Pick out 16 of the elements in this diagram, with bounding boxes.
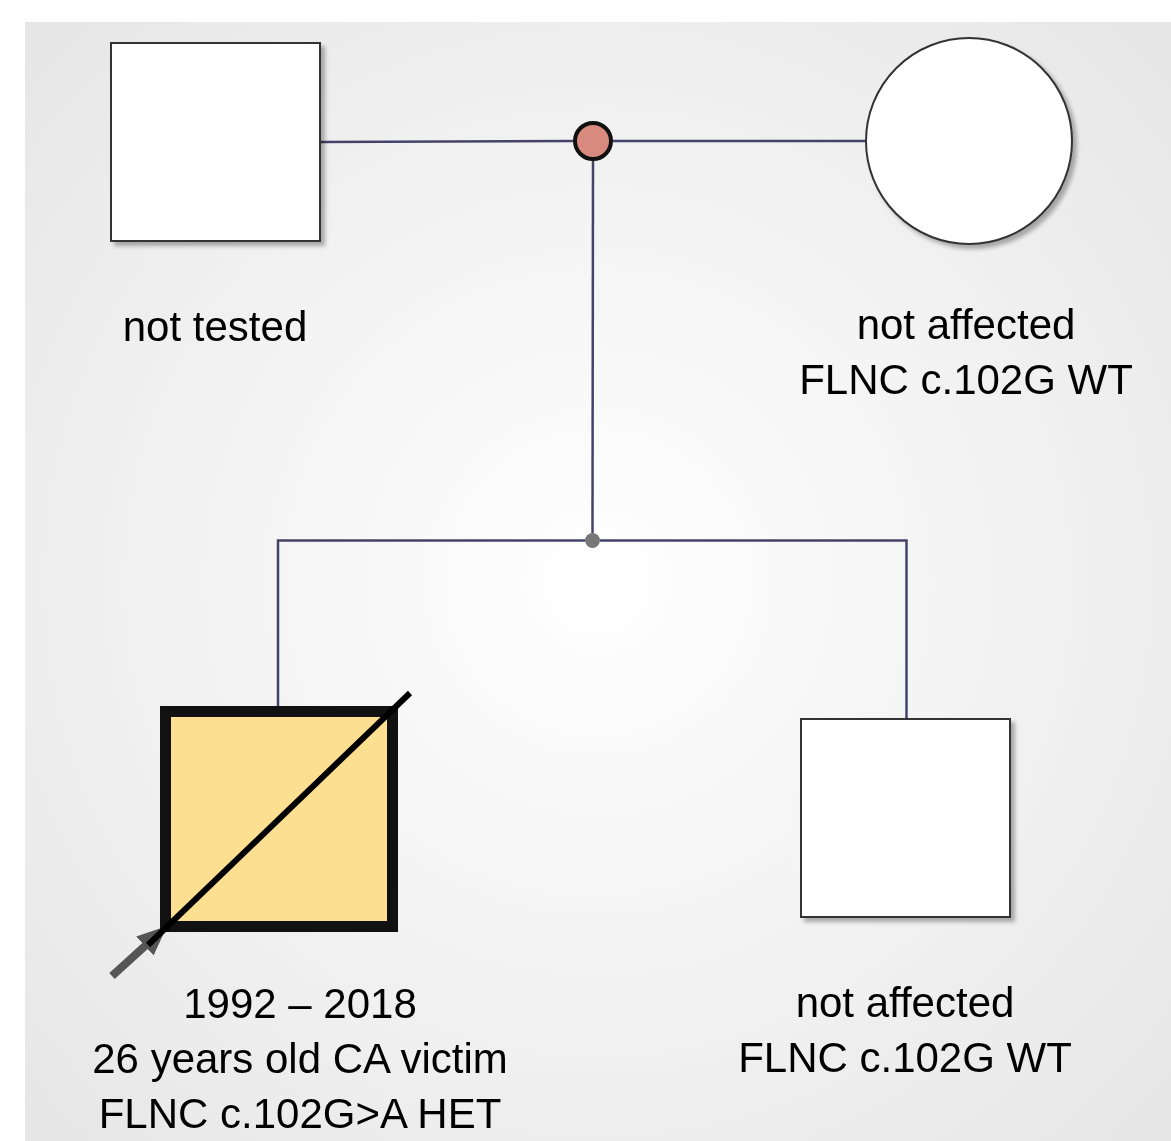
affected-male-square: [160, 706, 398, 932]
person-annotation: not tested: [122, 302, 308, 352]
male-square: [110, 42, 321, 242]
person-annotation: FLNC c.102G WT: [738, 1033, 1072, 1083]
pedigree-line: [321, 139, 573, 144]
person-annotation: 26 years old CA victim: [92, 1034, 508, 1084]
pedigree-line: [276, 539, 585, 706]
person-annotation: 1992 – 2018: [183, 979, 417, 1029]
person-annotation: FLNC c.102G>A HET: [98, 1089, 502, 1139]
person-annotation: not affected: [795, 978, 1015, 1028]
pedigree-line: [591, 161, 595, 533]
person-annotation: not affected: [856, 300, 1076, 350]
male-square: [800, 718, 1011, 918]
person-annotation: FLNC c.102G WT: [799, 355, 1133, 405]
pedigree-line: [600, 539, 908, 718]
pedigree-line: [613, 139, 865, 143]
